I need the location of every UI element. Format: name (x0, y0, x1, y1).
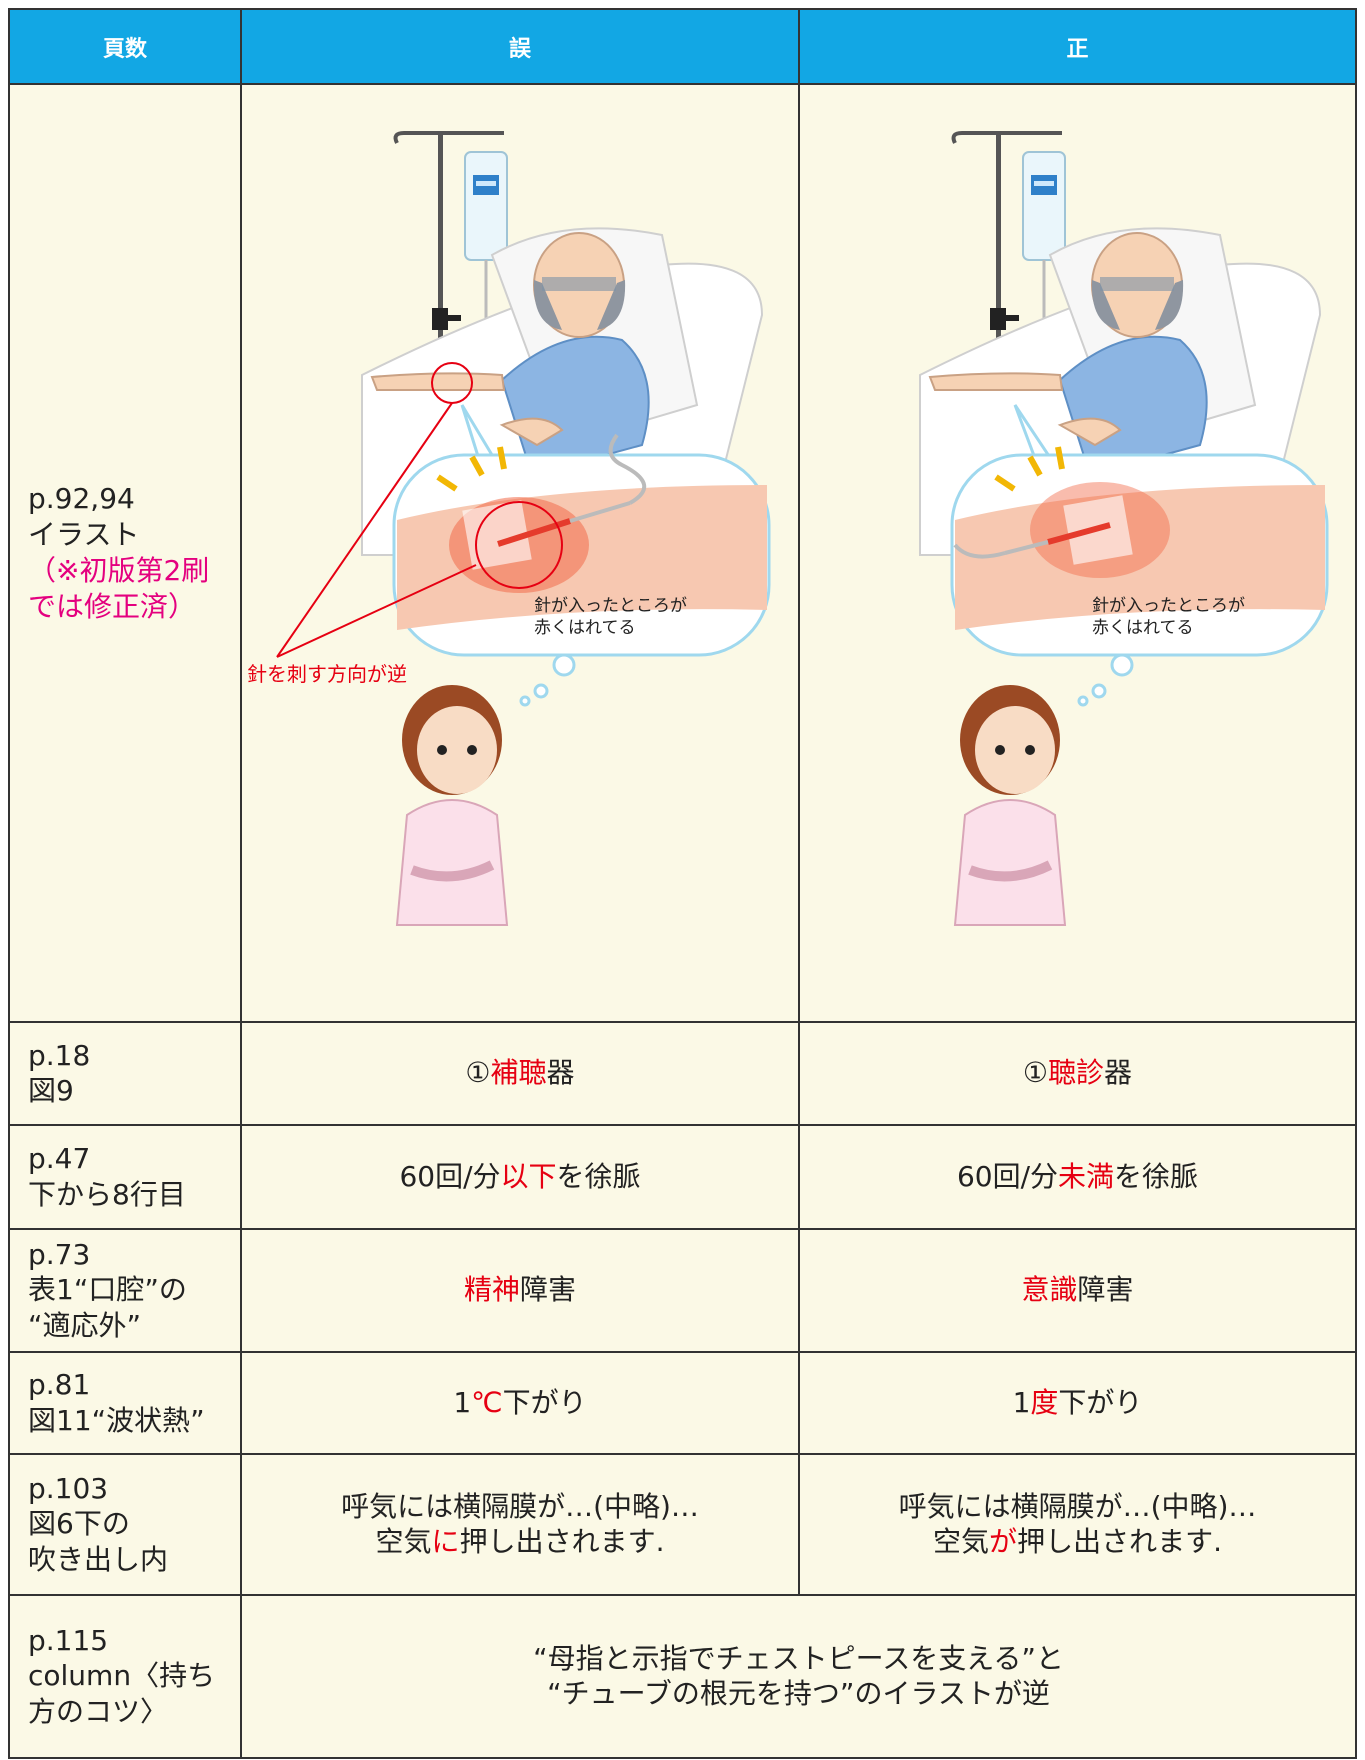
nurse-icon (953, 685, 1067, 926)
zoom-bubble: 針が入ったところが 赤くはれてる (950, 404, 1329, 657)
right-cell: 1度下がり (798, 1350, 1357, 1455)
page-cell: p.103 図6下の 吹き出し内 (8, 1452, 242, 1596)
right-cell: ①聴診器 (798, 1020, 1357, 1126)
wrong-cell: 1℃下がり (240, 1350, 800, 1455)
header-right: 正 (798, 8, 1357, 85)
right-cell: 意識障害 (798, 1227, 1357, 1353)
page-cell: p.47 下から8行目 (8, 1123, 242, 1230)
table-row: p.47 下から8行目 60回/分以下を徐脈 60回/分未満を徐脈 (8, 1123, 1357, 1230)
wrong-cell: 60回/分以下を徐脈 (240, 1123, 800, 1230)
page-note: （※初版第2刷 (28, 553, 210, 587)
page-line: イラスト (28, 518, 140, 552)
wrong-cell: 呼気には横隔膜が…(中略)… 空気に押し出されます. (240, 1452, 800, 1596)
right-cell: 呼気には横隔膜が…(中略)… 空気が押し出されます. (798, 1452, 1357, 1596)
wrong-cell: 精神障害 (240, 1227, 800, 1353)
table-row: p.81 図11“波状熱” 1℃下がり 1度下がり (8, 1350, 1357, 1455)
iv-stand-icon (951, 131, 1066, 461)
wrong-illustration-cell: 針が入ったところが 赤くはれてる 針を刺す方向が逆 (240, 83, 800, 1023)
balloon-text: 赤くはれてる (534, 618, 636, 638)
right-cell: 60回/分未満を徐脈 (798, 1123, 1357, 1230)
header-row: 頁数 誤 正 (8, 8, 1357, 85)
page-cell: p.81 図11“波状熱” (8, 1350, 242, 1455)
page-cell: p.18 図9 (8, 1020, 242, 1126)
right-illustration: 針が入ったところが 赤くはれてる (919, 131, 1329, 926)
header-page: 頁数 (8, 8, 242, 85)
balloon-text: 赤くはれてる (1092, 618, 1194, 638)
patient-icon (370, 232, 650, 477)
page-note: では修正済） (28, 589, 197, 623)
table-row: p.115 column〈持ち 方のコツ〉 “母指と示指でチェストピースを支える… (8, 1593, 1357, 1759)
errata-table: 頁数 誤 正 p.92,94 イラスト （※初版第2刷 では修正済） (8, 8, 1357, 1759)
table-row: p.103 図6下の 吹き出し内 呼気には横隔膜が…(中略)… 空気に押し出され… (8, 1452, 1357, 1596)
patient-icon (928, 232, 1208, 477)
zoom-bubble: 針が入ったところが 赤くはれてる (392, 404, 771, 657)
nurse-icon (395, 685, 509, 926)
table-row: p.73 表1“口腔”の “適応外” 精神障害 意識障害 (8, 1227, 1357, 1353)
page-cell: p.73 表1“口腔”の “適応外” (8, 1227, 242, 1353)
page-cell: p.115 column〈持ち 方のコツ〉 (8, 1593, 242, 1759)
right-illustration-cell: 針が入ったところが 赤くはれてる (798, 83, 1357, 1023)
wrong-illustration: 針が入ったところが 赤くはれてる 針を刺す方向が逆 (247, 131, 771, 926)
page-cell: p.92,94 イラスト （※初版第2刷 では修正済） (8, 83, 242, 1023)
page-line: p.92,94 (28, 482, 135, 516)
error-annotation: 針を刺す方向が逆 (247, 662, 407, 686)
merged-cell: “母指と示指でチェストピースを支える”と “チューブの根元を持つ”のイラストが逆 (240, 1593, 1357, 1759)
table-row: p.18 図9 ①補聴器 ①聴診器 (8, 1020, 1357, 1126)
balloon-text: 針が入ったところが (534, 596, 687, 616)
wrong-cell: ①補聴器 (240, 1020, 800, 1126)
header-wrong: 誤 (240, 8, 800, 85)
balloon-text: 針が入ったところが (1092, 596, 1245, 616)
table-row-illustration: p.92,94 イラスト （※初版第2刷 では修正済） (8, 83, 1357, 1023)
